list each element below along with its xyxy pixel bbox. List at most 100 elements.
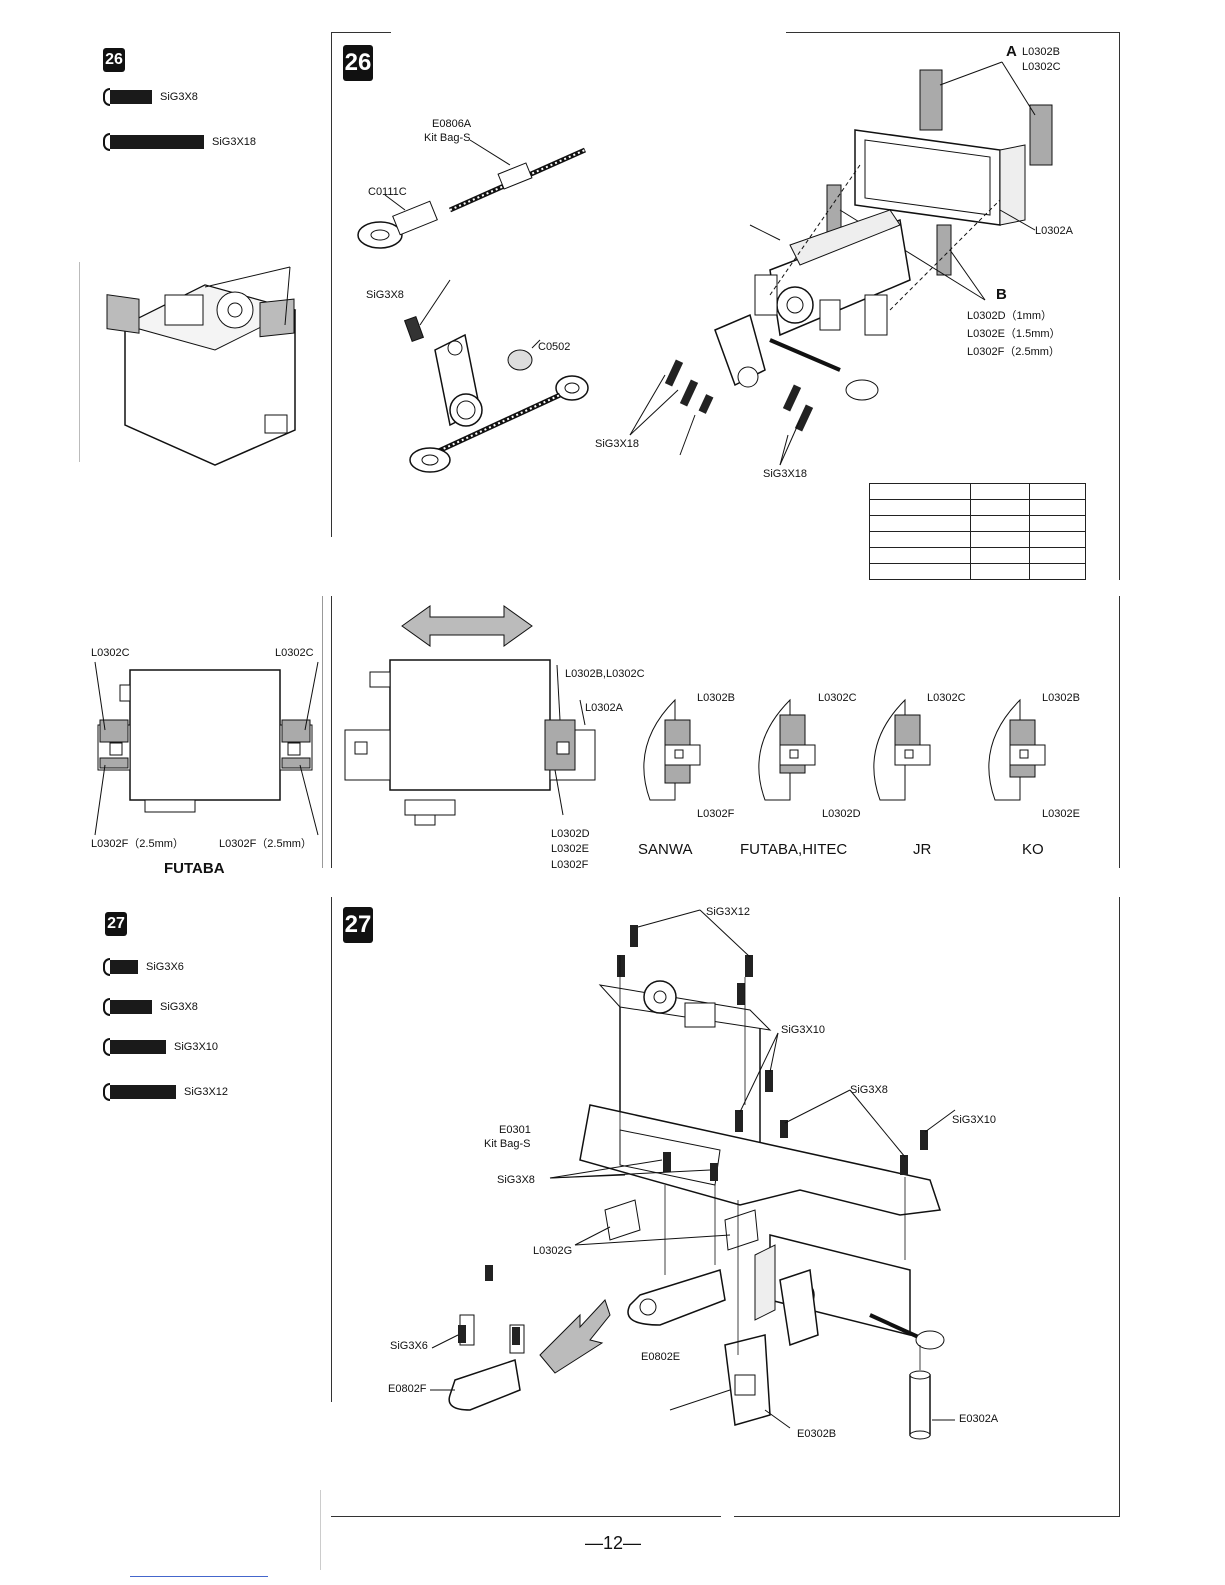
variant-jr-icon — [873, 698, 931, 801]
label-l0302d: L0302D（1mm） — [967, 310, 1052, 322]
divider-mid — [331, 596, 332, 868]
callout-a-letter: A — [1006, 43, 1017, 60]
label-sig3x18-right: SiG3X18 — [763, 468, 808, 480]
label-27-horn-small: E0802F — [388, 1383, 427, 1395]
label-27-horn-large: E0802E — [641, 1351, 681, 1363]
label-ko-top: L0302B — [1042, 692, 1080, 704]
label-sig3x18-left: SiG3X18 — [595, 438, 640, 450]
label-futaba-bottom-right: L0302F（2.5mm） — [219, 838, 312, 850]
screw-body — [110, 1085, 176, 1099]
screw-head-icon — [103, 88, 110, 106]
callout-b-letter: B — [996, 286, 1007, 303]
page-left-faint — [320, 1490, 321, 1570]
step27-badge-large: 27 — [343, 907, 373, 943]
panel26-top-border-right — [786, 32, 1120, 33]
panel26-left-thin — [79, 262, 80, 462]
label-futaba-hitec-bottom: L0302D — [822, 808, 861, 820]
part-label: SiG3X10 — [174, 1041, 219, 1053]
panel27-right-border — [1119, 897, 1120, 1517]
servo-side-view — [344, 659, 596, 826]
divider-bottom — [331, 897, 332, 1402]
screw-body — [110, 960, 138, 974]
variant-futaba-hitec-icon — [758, 698, 816, 801]
futaba-servo-front-view — [94, 661, 319, 836]
label-l0302e: L0302E（1.5mm） — [967, 328, 1061, 340]
servo-illustration-left — [106, 266, 297, 466]
variant-sanwa-icon — [643, 698, 701, 801]
screw-body — [110, 1000, 152, 1014]
label-l0302b-a: L0302B — [1022, 46, 1060, 58]
label-futaba-hitec-brand: FUTABA,HITEC — [740, 841, 848, 858]
label-jr-top: L0302C — [927, 692, 966, 704]
label-side-bottom1: L0302D — [551, 828, 590, 840]
label-27-post-a: E0302A — [959, 1413, 999, 1425]
label-27-plate-part: E0301 — [499, 1124, 531, 1136]
label-futaba-hitec-top: L0302C — [818, 692, 857, 704]
label-27-right-screws1: SiG3X8 — [850, 1084, 888, 1096]
servo-horn-assembly-diagram — [357, 139, 589, 473]
label-side-bottom3: L0302F — [551, 859, 589, 871]
label-side-top: L0302B,L0302C — [565, 668, 645, 680]
label-27-posts: L0302G — [533, 1245, 573, 1257]
label-27-top-screws: SiG3X12 — [706, 906, 751, 918]
panel27-bottom-border-left — [331, 1516, 721, 1517]
label-futaba-top-right: L0302C — [275, 647, 314, 659]
label-c0111c: C0111C — [368, 186, 407, 198]
label-27-left-screw: SiG3X6 — [390, 1340, 428, 1352]
label-27-right-screws2: SiG3X10 — [952, 1114, 997, 1126]
screw-body — [110, 90, 152, 104]
part-label: SiG3X12 — [184, 1086, 229, 1098]
screw-body — [110, 1040, 166, 1054]
divider-left-top — [331, 32, 332, 537]
part-label: SiG3X6 — [146, 961, 184, 973]
screw-body — [110, 135, 204, 149]
screw-sig3x12: SiG3X12 — [103, 1083, 228, 1101]
part-label: SiG3X18 — [212, 136, 257, 148]
label-ko-brand: KO — [1022, 841, 1044, 858]
label-l0302c-a: L0302C — [1022, 61, 1061, 73]
label-ko-bottom: L0302E — [1042, 808, 1080, 820]
step27-assembly-diagram — [430, 909, 956, 1440]
label-jr-brand: JR — [913, 841, 932, 858]
futaba-right-border — [322, 596, 323, 868]
footer-link-underline — [130, 1576, 268, 1577]
screw-sig3x8-27: SiG3X8 — [103, 998, 198, 1016]
screw-head-icon — [103, 1038, 110, 1056]
screw-head-icon — [103, 133, 110, 151]
label-side-bottom2: L0302E — [551, 843, 589, 855]
step26-badge-large: 26 — [343, 45, 373, 81]
label-sig3x8-26: SiG3X8 — [366, 289, 404, 301]
servo-mount-exploded-diagram — [629, 61, 1053, 466]
label-27-plate-screws: SiG3X8 — [497, 1174, 535, 1186]
page-number: —12— — [585, 1533, 642, 1553]
screw-head-icon — [103, 998, 110, 1016]
screw-sig3x8: SiG3X8 — [103, 88, 198, 106]
step27-badge-small: 27 — [105, 912, 127, 936]
label-sanwa-bottom: L0302F — [697, 808, 735, 820]
label-l0302f: L0302F（2.5mm） — [967, 346, 1060, 358]
label-c0502: C0502 — [538, 341, 571, 353]
screw-sig3x18: SiG3X18 — [103, 133, 256, 151]
screw-sig3x6: SiG3X6 — [103, 958, 184, 976]
screw-head-icon — [103, 1083, 110, 1101]
double-arrow-icon — [401, 605, 533, 647]
panel26-right-border — [1119, 32, 1120, 580]
variant-ko-icon — [988, 698, 1046, 801]
label-27-mount-b: E0302B — [797, 1428, 837, 1440]
label-sanwa-brand: SANWA — [638, 841, 693, 858]
label-kit-bag-s: Kit Bag-S — [424, 132, 471, 144]
label-side-middle: L0302A — [585, 702, 623, 714]
step26-badge-small: 26 — [103, 48, 125, 72]
panel26-top-border-left — [331, 32, 391, 33]
spec-table — [869, 483, 1086, 580]
label-27-mid-screws: SiG3X10 — [781, 1024, 826, 1036]
panel27-bottom-border-right — [734, 1516, 1120, 1517]
screw-head-icon — [103, 958, 110, 976]
label-futaba-bottom-left: L0302F（2.5mm） — [91, 838, 184, 850]
label-sanwa-top: L0302B — [697, 692, 735, 704]
screw-sig3x10: SiG3X10 — [103, 1038, 218, 1056]
label-futaba-top-left: L0302C — [91, 647, 130, 659]
label-27-plate-bag: Kit Bag-S — [484, 1138, 531, 1150]
part-label: SiG3X8 — [160, 91, 198, 103]
label-e0806a: E0806A — [432, 118, 472, 130]
